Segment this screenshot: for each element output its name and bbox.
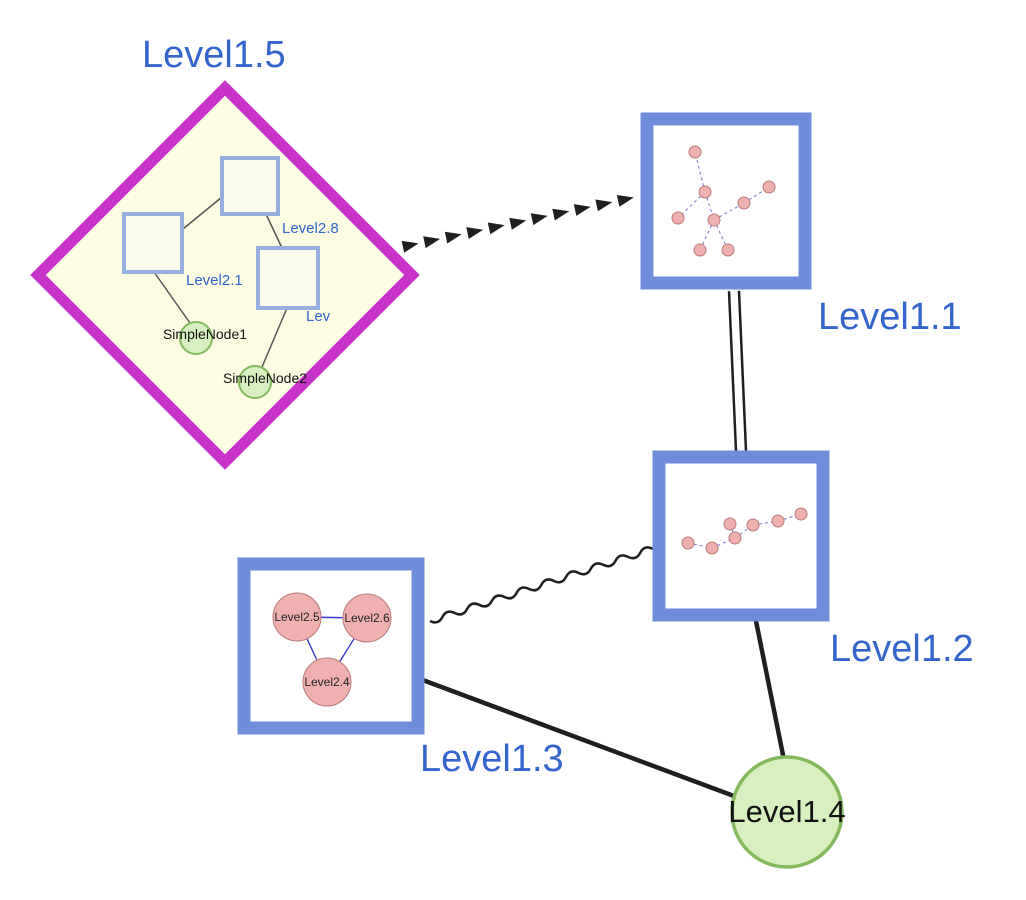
node-simplenode2[interactable]: [238, 365, 272, 399]
edge-arrow-dash[interactable]: [444, 231, 462, 244]
label-level2-8: Level2.8: [282, 220, 339, 237]
edge-line[interactable]: [153, 271, 191, 324]
edge-line[interactable]: [419, 676, 743, 802]
label-simplenode2: SimpleNode2: [222, 370, 308, 386]
edge-arrow-dash[interactable]: [401, 240, 419, 253]
subgraph-node-label: Level2.4: [304, 675, 350, 689]
label-level1-1: Level1.1: [818, 296, 962, 338]
node-level2-lev[interactable]: [256, 246, 320, 310]
edge-arrow-dash[interactable]: [616, 195, 634, 207]
subgraph-node[interactable]: [707, 213, 721, 227]
subgraph-node[interactable]: [762, 180, 776, 194]
edge-arrow-dash[interactable]: [487, 222, 505, 235]
label-simplenode1: SimpleNode1: [162, 326, 248, 342]
node-level1-3[interactable]: [237, 557, 425, 735]
edge-arrow-dash[interactable]: [573, 204, 591, 216]
subgraph-node-label: Level2.5: [274, 610, 320, 624]
level1-2-subgraph: [681, 507, 808, 555]
subgraph-node[interactable]: [688, 145, 702, 159]
edge-arrow-dash[interactable]: [595, 199, 613, 212]
node-level1-1[interactable]: [640, 112, 812, 290]
subgraph-node[interactable]: [698, 185, 712, 199]
subgraph-node[interactable]: [771, 514, 785, 528]
edge-wavy[interactable]: [429, 546, 654, 624]
edge-line[interactable]: [753, 620, 787, 761]
edge-arrow-dash[interactable]: [530, 213, 548, 226]
edge-arrow-dash[interactable]: [509, 217, 527, 230]
subgraph-edge[interactable]: [752, 520, 779, 526]
label-level1-3: Level1.3: [420, 738, 564, 780]
node-level2-1[interactable]: [122, 212, 184, 274]
node-level1-4[interactable]: [730, 755, 844, 869]
edge-line[interactable]: [261, 307, 288, 368]
level1-1-subgraph: [671, 145, 776, 257]
subgraph-node[interactable]: [681, 536, 695, 550]
subgraph-node[interactable]: [746, 518, 760, 532]
node-level2-8[interactable]: [220, 156, 280, 216]
edge-layer: [153, 195, 787, 802]
subgraph-node[interactable]: [671, 211, 685, 225]
subgraph-node[interactable]: [737, 196, 751, 210]
node-level2.6[interactable]: [342, 593, 392, 643]
subgraph-edge[interactable]: [694, 151, 706, 193]
node-level1-5[interactable]: [30, 80, 420, 470]
subgraph-node[interactable]: [693, 243, 707, 257]
subgraph-node[interactable]: [723, 517, 737, 531]
edge-line[interactable]: [182, 196, 223, 230]
subgraph-node[interactable]: [794, 507, 808, 521]
label-level1-5: Level1.5: [142, 34, 286, 76]
node-simplenode1[interactable]: [179, 321, 213, 355]
label-level2-1: Level2.1: [186, 272, 243, 289]
edge-arrow-dash[interactable]: [552, 208, 570, 221]
label-level1-4: Level1.4: [728, 794, 846, 829]
node-level2.4[interactable]: [302, 657, 352, 707]
subgraph-node-label: Level2.6: [344, 611, 390, 625]
label-level1-2: Level1.2: [830, 628, 974, 670]
edge-arrow-dash[interactable]: [466, 227, 484, 239]
node-level2.5[interactable]: [272, 592, 322, 642]
edge-line[interactable]: [265, 213, 283, 249]
subgraph-node[interactable]: [721, 243, 735, 257]
subgraph-node[interactable]: [705, 541, 719, 555]
edge-double-line[interactable]: [727, 291, 738, 452]
edge-arrow-dash[interactable]: [423, 236, 441, 249]
subgraph-node[interactable]: [728, 531, 742, 545]
edge-double-line[interactable]: [737, 290, 748, 451]
label-level2-lev: Lev: [306, 308, 331, 325]
